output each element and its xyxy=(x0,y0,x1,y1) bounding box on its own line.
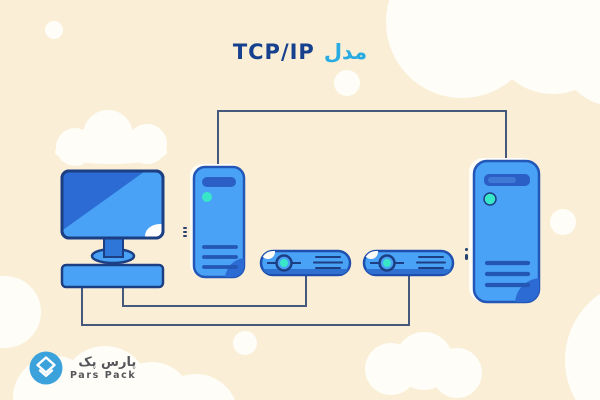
server-tower-left xyxy=(183,164,246,279)
parspack-logo: پارس پک Pars Pack xyxy=(29,351,136,385)
parspack-diamond-icon xyxy=(29,351,63,385)
router-left xyxy=(259,249,352,277)
speed-dashes xyxy=(465,248,468,260)
logo-text-persian: پارس پک xyxy=(78,354,137,370)
link-keyboard-to-router-left xyxy=(122,273,307,307)
logo-text-english: Pars Pack xyxy=(70,369,137,381)
cloud-bottom-middle xyxy=(365,332,482,398)
server-power-led xyxy=(483,192,497,206)
parspack-logo-text: پارس پک Pars Pack xyxy=(70,356,136,381)
monitor-screen-border xyxy=(60,169,165,240)
cloud-blob-bottom-right xyxy=(565,293,600,400)
cloud-mid-left xyxy=(55,110,167,166)
server-vent-stripes xyxy=(202,245,238,269)
title-persian: مدل xyxy=(323,40,368,64)
router-right xyxy=(362,249,455,277)
link-server-to-server xyxy=(217,110,507,167)
connection-lines xyxy=(81,110,507,326)
page-title: مدل TCP/IP xyxy=(0,42,600,63)
link-keyboard-to-router-right xyxy=(81,273,410,326)
keyboard-unit xyxy=(60,263,165,289)
cloud-dot-title-right xyxy=(334,70,360,96)
server-power-led xyxy=(202,192,212,202)
router-knob-led xyxy=(280,259,288,267)
cloud-bottom-left xyxy=(13,346,235,400)
cloud-dot-center xyxy=(233,331,257,355)
cloud-blob-left-edge xyxy=(0,276,41,348)
router-vent-lines xyxy=(416,256,446,269)
router-bottom-shade xyxy=(262,269,349,274)
cloud-top-right xyxy=(386,0,600,105)
server-tower-right xyxy=(465,158,541,304)
screen-shade-dark xyxy=(62,171,148,232)
server-vent-stripes xyxy=(484,260,531,288)
server-drive-slot xyxy=(202,177,236,187)
cloud-dot-top-left xyxy=(45,21,63,39)
title-english: TCP/IP xyxy=(232,40,315,64)
server-drive-slot-inner xyxy=(488,177,516,183)
router-knob-led xyxy=(383,259,391,267)
desktop-computer xyxy=(60,169,165,289)
server-corner-shadow xyxy=(515,278,539,302)
cloud-dot-right xyxy=(550,209,576,235)
speed-dashes xyxy=(183,227,187,237)
router-vent-lines xyxy=(313,256,343,269)
router-bottom-shade xyxy=(365,269,452,274)
